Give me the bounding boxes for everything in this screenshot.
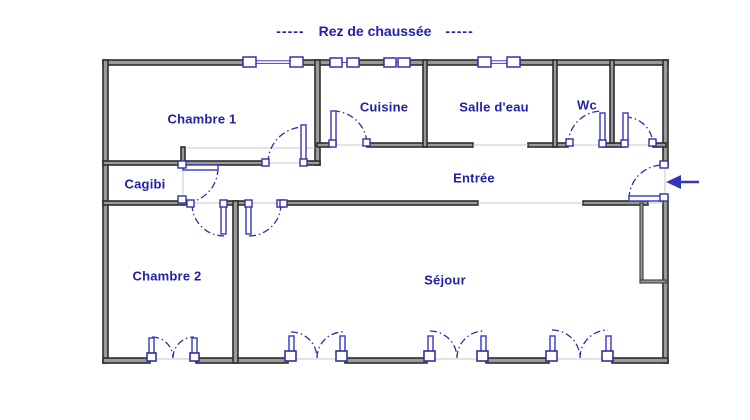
wall xyxy=(422,59,428,148)
door-jamb xyxy=(219,199,228,208)
room-label-entree: Entrée xyxy=(453,170,495,186)
wall xyxy=(344,357,428,364)
door-arc xyxy=(248,203,282,237)
french-window-foot xyxy=(146,352,157,362)
door-jamb xyxy=(328,139,337,148)
door-jamb xyxy=(186,199,195,208)
french-window-foot xyxy=(476,350,489,362)
door-jamb xyxy=(659,193,669,202)
door-leaf xyxy=(182,164,219,171)
room-label-cagibi: Cagibi xyxy=(124,176,166,192)
door-jamb xyxy=(598,139,607,148)
window-icon xyxy=(289,56,304,68)
wall xyxy=(102,357,151,364)
french-windows xyxy=(146,329,614,362)
french-window-arc xyxy=(551,329,581,359)
wall xyxy=(485,357,550,364)
wall xyxy=(102,59,244,66)
door-jamb xyxy=(659,160,669,169)
wall xyxy=(609,59,615,144)
door-leaf xyxy=(300,124,307,164)
door-jamb xyxy=(244,199,253,208)
french-window-arc xyxy=(456,330,485,359)
french-window-foot xyxy=(423,350,436,362)
windows xyxy=(242,56,521,68)
door-jamb xyxy=(299,158,308,167)
wall xyxy=(282,200,479,206)
entrance xyxy=(628,160,699,202)
wall xyxy=(611,357,669,364)
window-icon xyxy=(477,56,492,68)
door-arc xyxy=(267,126,305,164)
wall xyxy=(358,59,385,66)
door-leaf xyxy=(628,195,664,202)
door-arc xyxy=(628,164,664,200)
wall xyxy=(662,59,669,168)
room-label-wc: Wc xyxy=(577,97,597,113)
door-leaf xyxy=(245,205,252,235)
door-arc xyxy=(332,110,368,146)
door-arc xyxy=(191,203,225,237)
door-jamb xyxy=(565,138,574,147)
window-icon xyxy=(329,57,343,68)
french-window-foot xyxy=(545,350,558,362)
room-label-chambre2: Chambre 2 xyxy=(132,268,202,284)
french-window-foot xyxy=(601,350,614,362)
french-window-arc xyxy=(172,336,195,359)
closet-wall xyxy=(639,202,644,284)
title-dash-right: ----- xyxy=(445,23,474,39)
door-jamb xyxy=(261,158,270,167)
window-icon xyxy=(242,56,257,68)
wall xyxy=(232,200,239,364)
door-jamb xyxy=(279,199,288,208)
room-label-cuisine: Cuisine xyxy=(359,99,409,115)
closet-wall xyxy=(639,279,667,284)
title-text: Rez de chaussée xyxy=(318,23,432,39)
wall xyxy=(102,59,109,364)
page-title: ----- Rez de chaussée ----- xyxy=(262,23,487,39)
door-arc xyxy=(182,167,219,204)
threshold-lines xyxy=(150,144,666,360)
window-icon xyxy=(397,57,411,68)
door-leaf xyxy=(220,205,227,235)
door-jamb xyxy=(177,160,187,169)
french-window-foot xyxy=(189,352,200,362)
window-icon xyxy=(346,57,360,68)
wall xyxy=(409,59,479,66)
door-jamb xyxy=(620,139,629,148)
french-window-arc xyxy=(429,330,458,359)
french-window-foot xyxy=(335,350,348,362)
french-window-arc xyxy=(579,329,609,359)
french-window-arc xyxy=(316,331,344,359)
wall xyxy=(519,59,669,66)
french-window-arc xyxy=(290,331,318,359)
window-icon xyxy=(383,57,397,68)
entrance-arrow-icon xyxy=(666,175,681,189)
wall xyxy=(366,142,474,148)
door-jamb xyxy=(177,195,187,204)
door-jamb xyxy=(648,138,657,147)
french-window-foot xyxy=(284,350,297,362)
door-jamb xyxy=(362,138,371,147)
wall xyxy=(314,59,321,166)
wall xyxy=(527,142,569,148)
wall xyxy=(195,357,289,364)
window-icon xyxy=(506,56,521,68)
room-label-salle-deau: Salle d'eau xyxy=(459,99,529,115)
doors xyxy=(177,110,657,237)
wall xyxy=(552,59,558,148)
title-dash-left: ----- xyxy=(276,23,305,39)
room-label-chambre1: Chambre 1 xyxy=(167,111,237,127)
room-label-sejour: Séjour xyxy=(424,272,466,288)
